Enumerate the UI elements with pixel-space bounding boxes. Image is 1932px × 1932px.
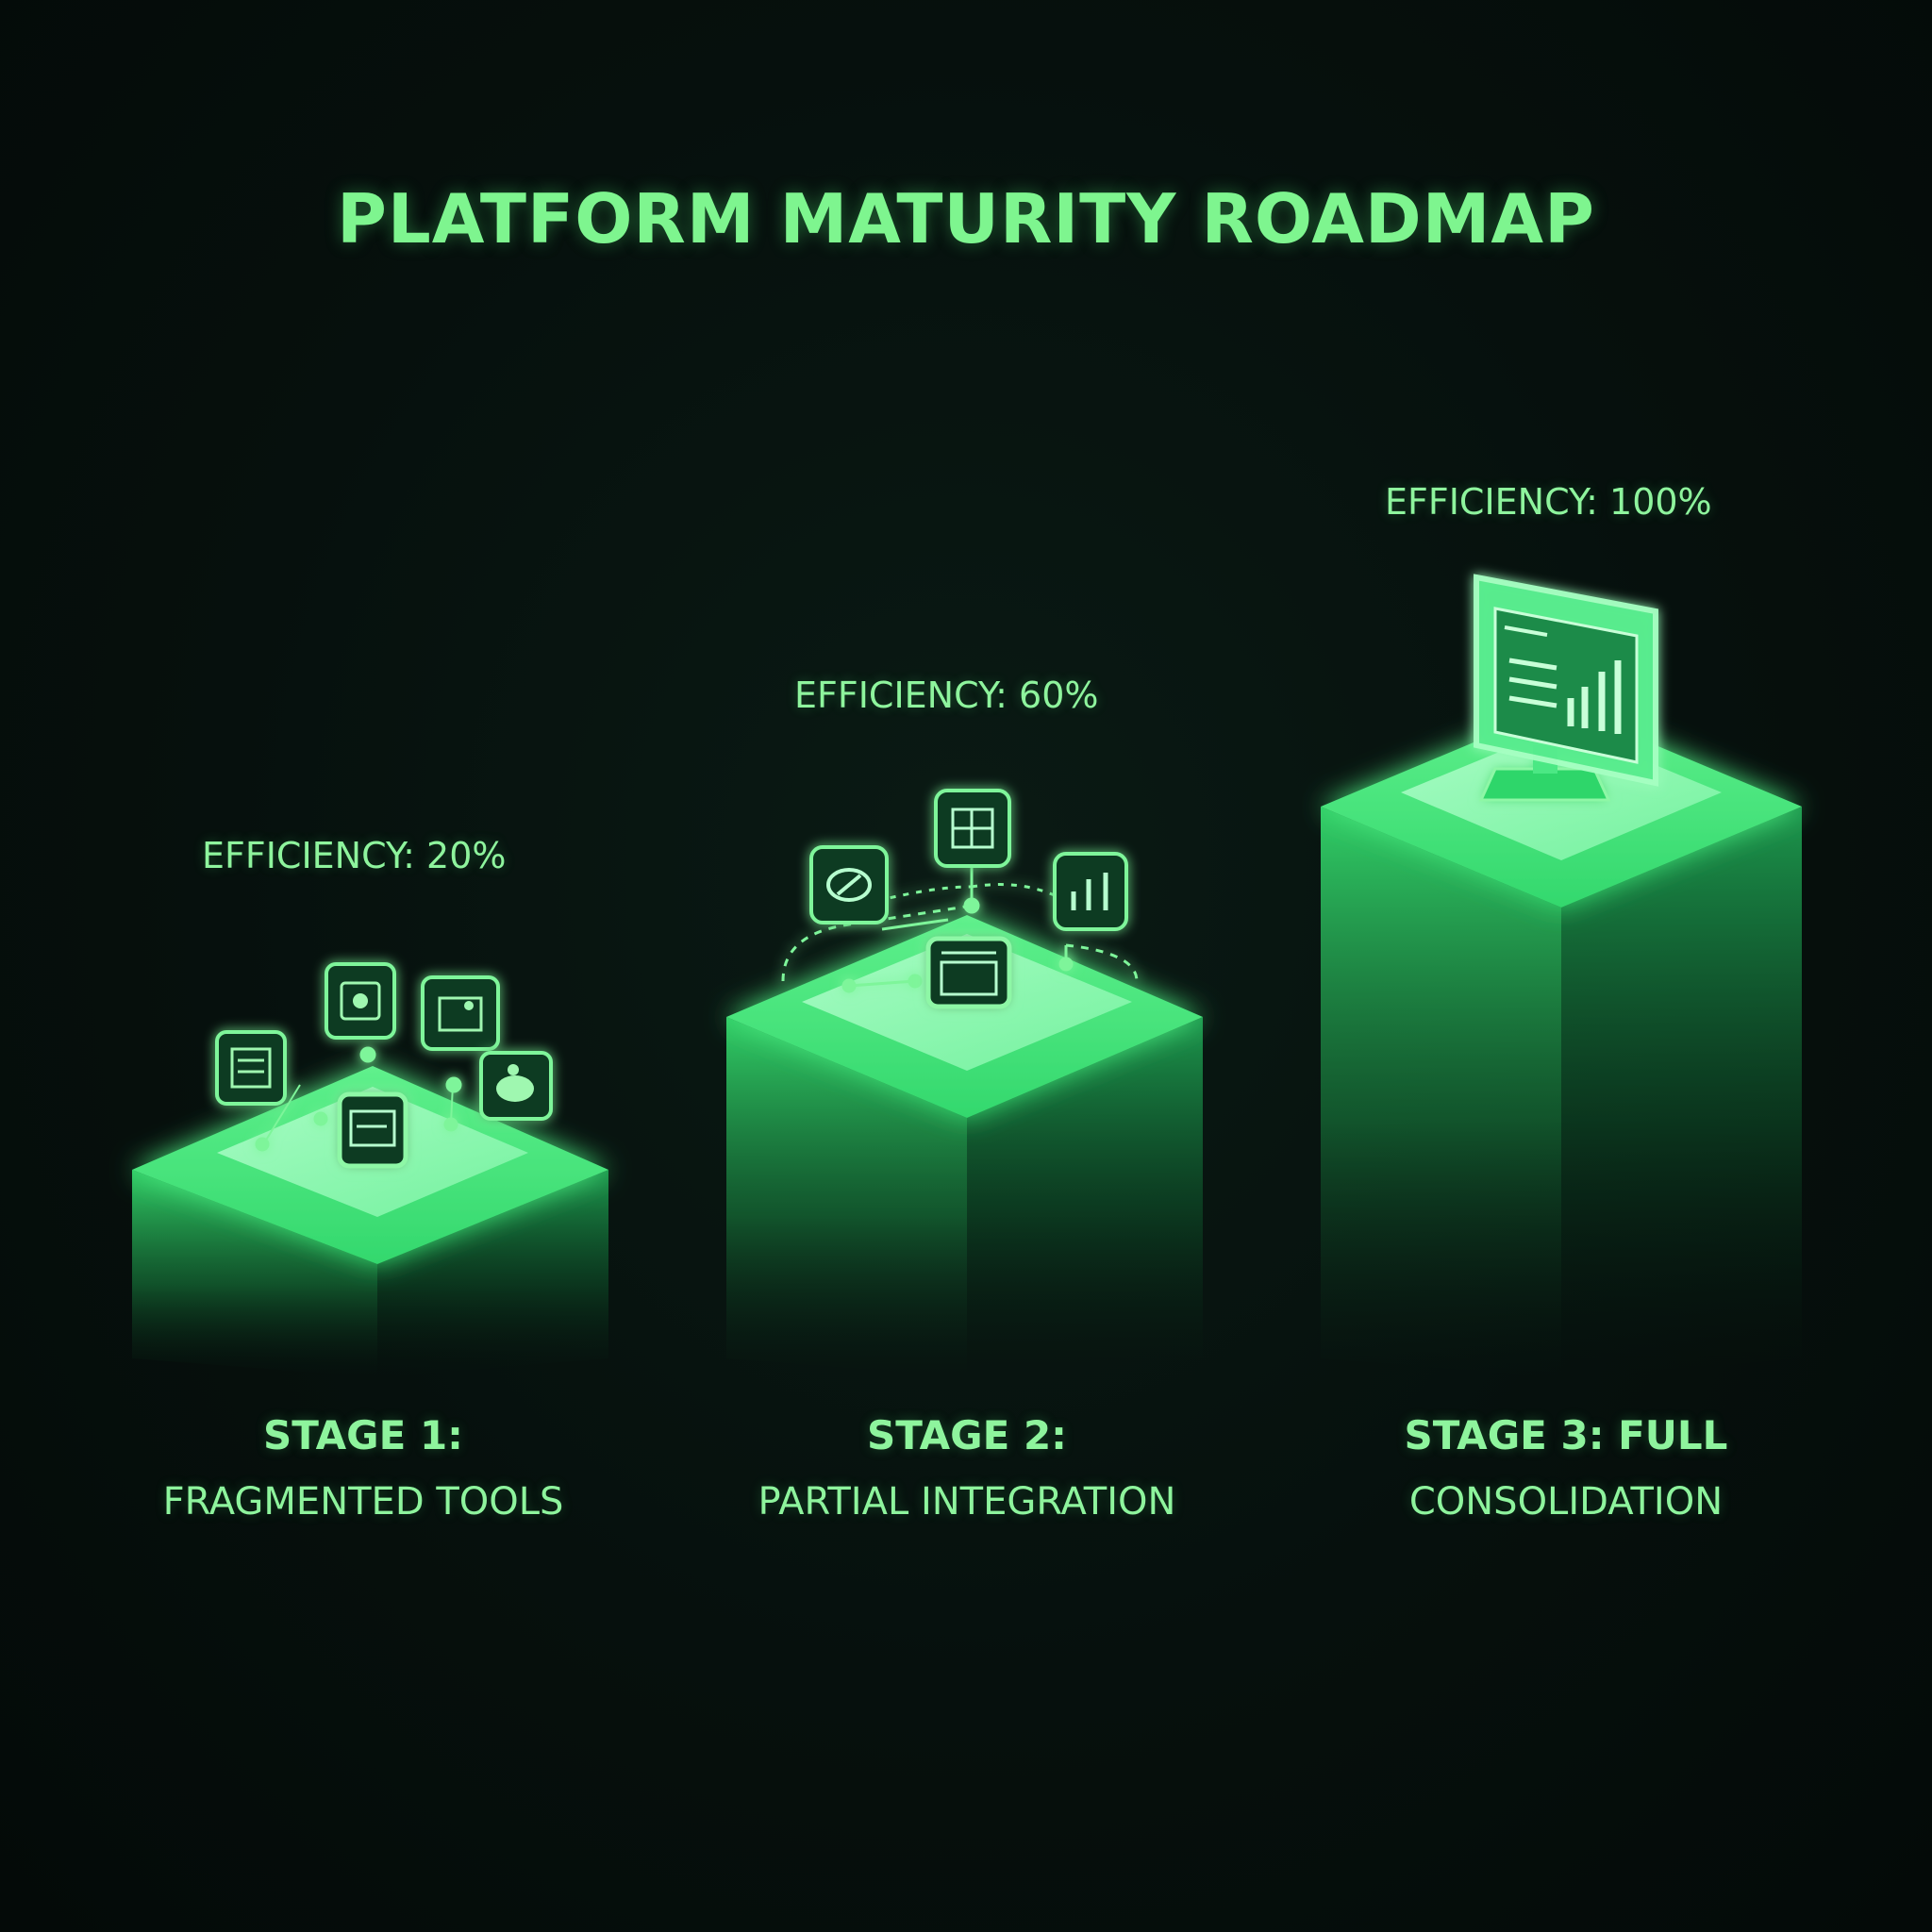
stage-1-subtitle: FRAGMENTED TOOLS [162,1480,564,1524]
pillar-stage-3 [1321,706,1802,1377]
efficiency-label-stage-3: EFFICIENCY: 100% [1385,481,1712,523]
dashboard-monitor-icon [1474,574,1658,802]
link-icon [809,845,889,924]
stage-3-label: STAGE 3: FULL CONSOLIDATION [1264,1403,1868,1535]
pillar-stage-2 [726,915,1203,1377]
stage-2-label: STAGE 2: PARTIAL INTEGRATION [665,1403,1269,1535]
chat-icon [479,1051,553,1121]
folder-icon [421,975,500,1051]
stage-3-title: STAGE 3: FULL [1404,1412,1728,1458]
efficiency-label-stage-2: EFFICIENCY: 60% [794,675,1099,716]
stage-1-icons [255,1046,462,1152]
stage-1-label: STAGE 1: FRAGMENTED TOOLS [61,1403,665,1535]
image-icon [325,962,396,1040]
page-title: PLATFORM MATURITY ROADMAP [337,179,1595,258]
window-icon-stage-2 [925,936,1012,1009]
stage-2-subtitle: PARTIAL INTEGRATION [758,1480,1176,1524]
stage-1-title: STAGE 1: [263,1412,463,1458]
chart-icon [1053,852,1128,931]
efficiency-label-stage-1: EFFICIENCY: 20% [202,835,507,876]
stage-3-subtitle: CONSOLIDATION [1408,1480,1724,1524]
window-icon [337,1091,408,1169]
document-icon [215,1030,287,1106]
layout-icon [934,789,1011,868]
stage-2-title: STAGE 2: [867,1412,1067,1458]
